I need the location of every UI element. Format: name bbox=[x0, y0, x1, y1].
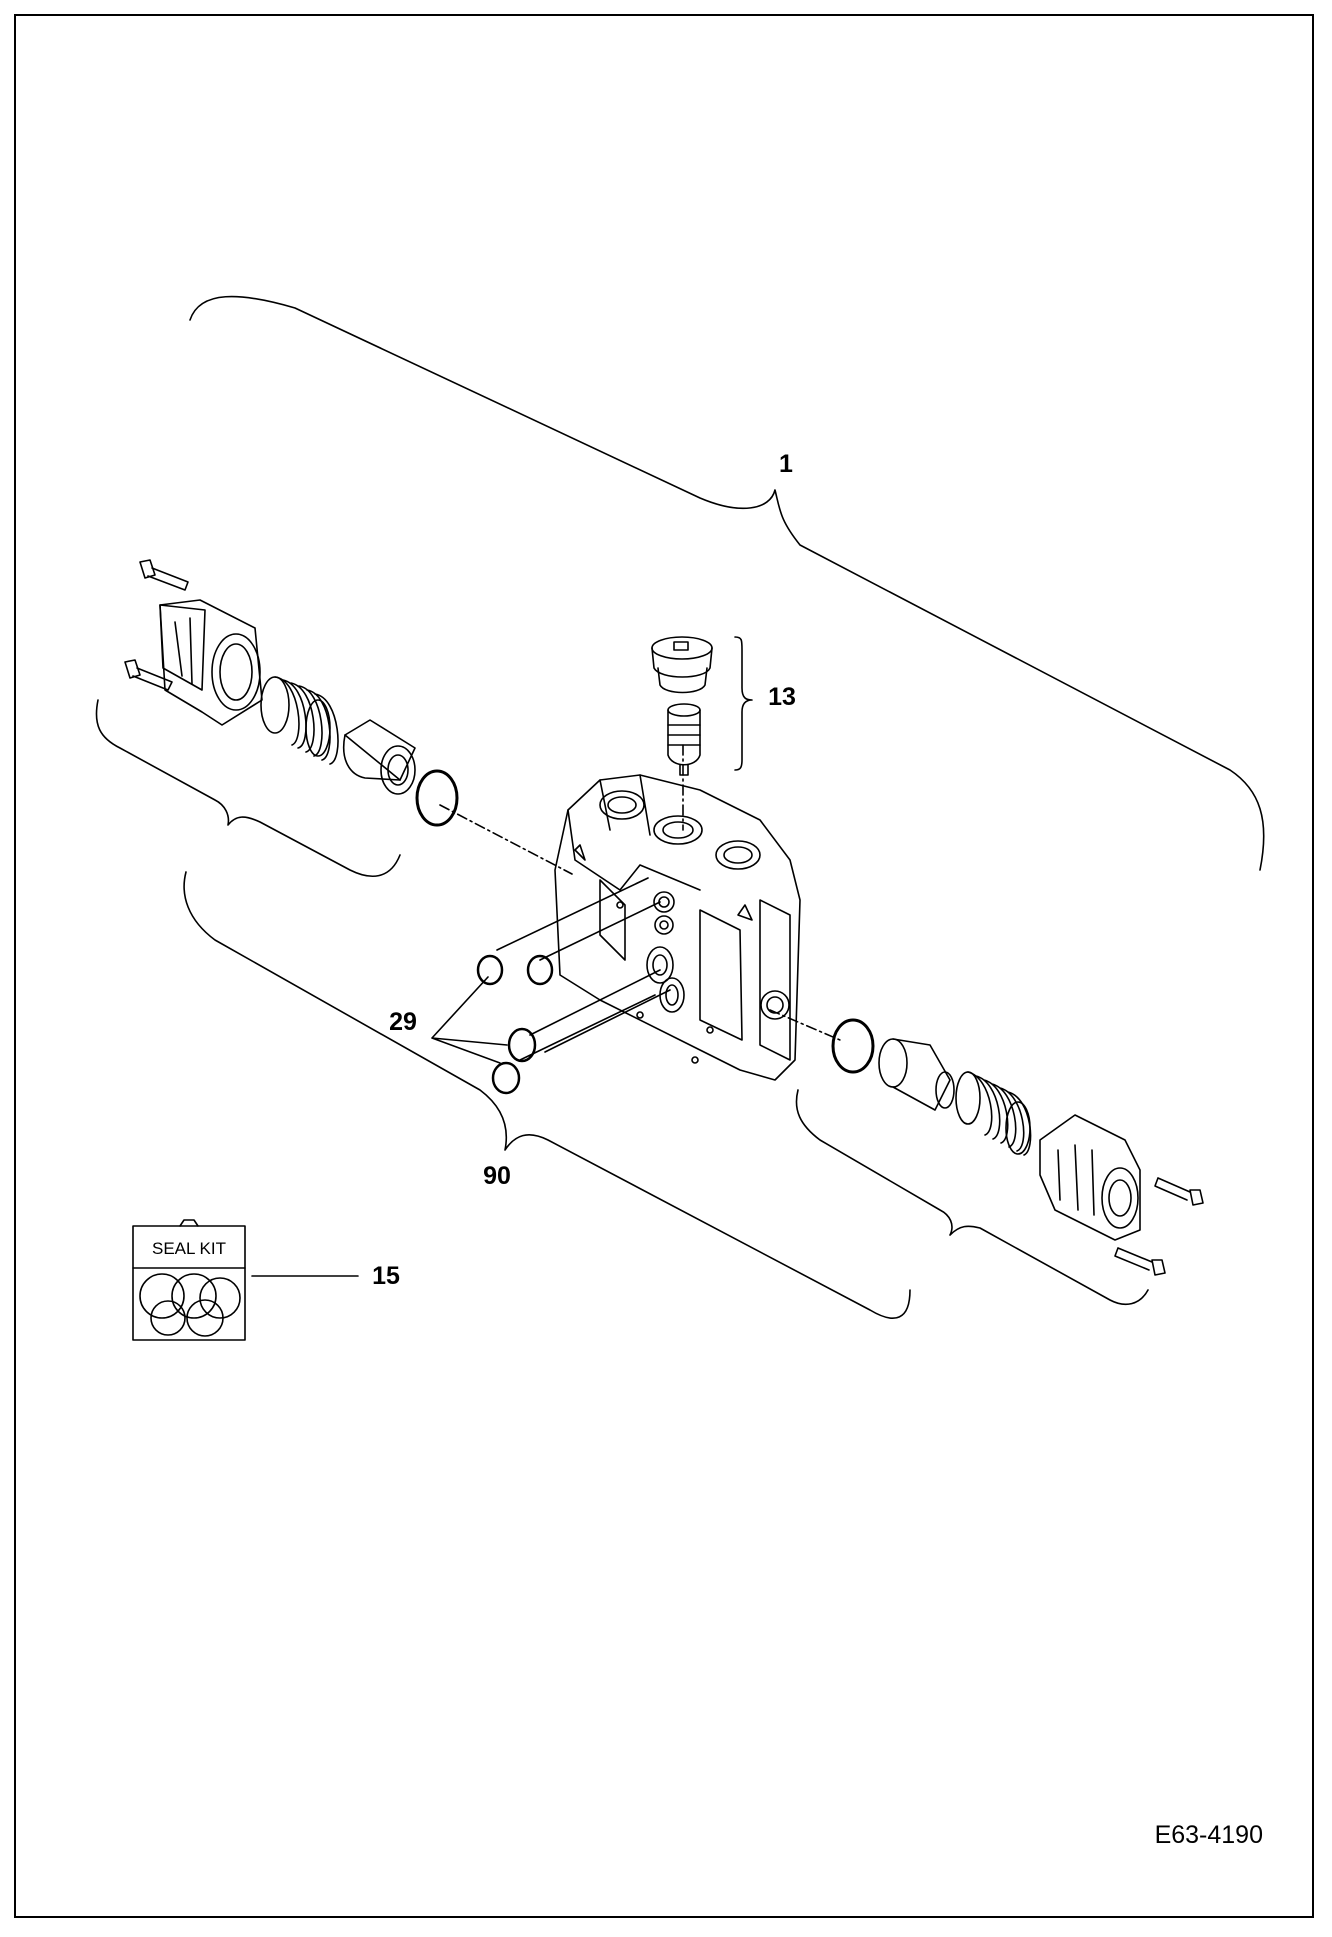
left-spool-sleeve bbox=[343, 719, 416, 795]
small-o-rings bbox=[476, 954, 554, 1095]
plug bbox=[651, 636, 713, 694]
drawing-id: E63-4190 bbox=[1155, 1821, 1263, 1849]
right-upper-bolt bbox=[1154, 1177, 1204, 1206]
right-lower-bolt bbox=[1114, 1247, 1166, 1276]
leader-29 bbox=[431, 976, 508, 1064]
callout-1: 1 bbox=[779, 450, 793, 478]
right-spring bbox=[955, 1071, 1032, 1156]
left-upper-bolt bbox=[139, 559, 189, 591]
seal-kit-package bbox=[132, 1219, 246, 1341]
port-line-3 bbox=[529, 969, 661, 1036]
drawing-border bbox=[14, 14, 1314, 1918]
valve-section-body bbox=[554, 774, 801, 1081]
seal-kit-label: SEAL KIT bbox=[152, 1239, 226, 1258]
port-line-5 bbox=[544, 989, 671, 1053]
port-line-4 bbox=[519, 994, 656, 1061]
callout-15: 15 bbox=[372, 1262, 400, 1290]
callout-29: 29 bbox=[389, 1008, 417, 1036]
left-lower-bolt bbox=[124, 659, 173, 691]
right-spool-cap bbox=[1039, 1114, 1141, 1241]
left-spool-cap bbox=[159, 599, 263, 726]
right-spool bbox=[878, 1038, 955, 1111]
right-large-o-ring bbox=[831, 1018, 875, 1074]
callout-13: 13 bbox=[768, 683, 796, 711]
axis-line-left bbox=[439, 804, 573, 875]
brace-13 bbox=[734, 636, 753, 771]
axis-line-right bbox=[769, 1009, 841, 1041]
left-large-o-ring bbox=[415, 769, 459, 827]
left-spool-brace bbox=[95, 699, 401, 877]
assembly-brace-1 bbox=[189, 295, 1265, 871]
check-valve-cartridge bbox=[667, 703, 701, 776]
right-spool-brace bbox=[795, 1089, 1149, 1306]
port-line-1 bbox=[496, 877, 649, 951]
brace-90 bbox=[183, 871, 911, 1319]
callout-90: 90 bbox=[483, 1162, 511, 1190]
left-spring bbox=[260, 676, 339, 765]
